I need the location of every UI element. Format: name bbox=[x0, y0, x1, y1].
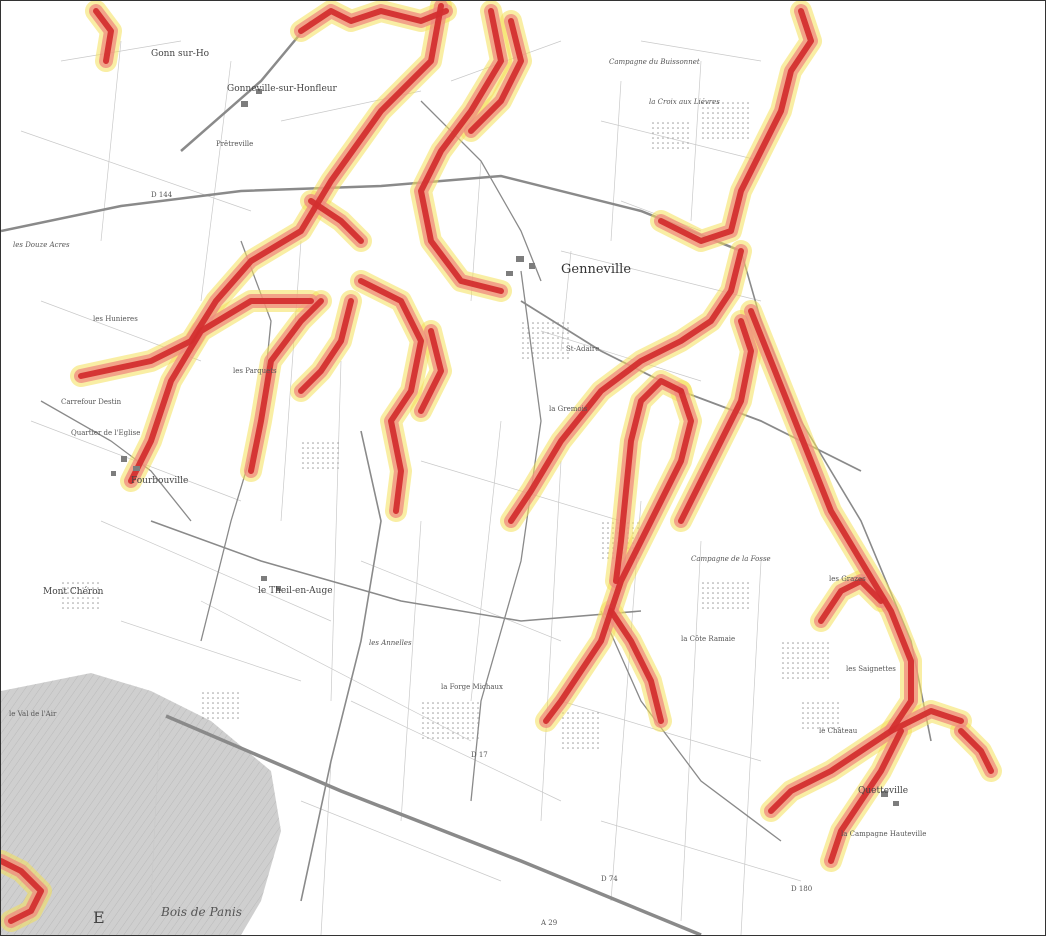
town-label-genneville: Genneville bbox=[561, 262, 631, 277]
road-a29 bbox=[165, 714, 702, 935]
hazard-corridors bbox=[1, 1, 1002, 932]
road-label-d74: D 74 bbox=[601, 875, 618, 883]
road-secondary-5 bbox=[600, 610, 782, 842]
locality-label-parquets: les Parquets bbox=[233, 367, 277, 375]
locality-label-cote-ramaie: la Côte Ramaie bbox=[681, 635, 735, 643]
town-label-quetteville: Quetteville bbox=[858, 786, 908, 796]
hazard-corridor bbox=[1, 858, 44, 924]
hazard-corridor bbox=[768, 708, 964, 814]
locality-label-douze-acres: les Douze Acres bbox=[13, 241, 70, 249]
hazard-corridor bbox=[608, 608, 664, 724]
hazard-corridor bbox=[298, 298, 354, 394]
road-d74 bbox=[150, 520, 642, 622]
hazard-corridor bbox=[298, 8, 449, 34]
hazard-corridor bbox=[658, 8, 814, 244]
road-label-d17: D 17 bbox=[471, 751, 488, 759]
road-d144 bbox=[1, 174, 742, 253]
road-secondary-2 bbox=[470, 270, 542, 802]
road-secondary-3 bbox=[40, 400, 192, 522]
locality-label-annelles: les Annelles bbox=[369, 639, 412, 647]
locality-label-forge-michaux: la Forge Michaux bbox=[441, 683, 503, 691]
orchard-patches bbox=[61, 101, 841, 751]
town-label-pretreville: Prêtreville bbox=[216, 140, 253, 148]
road-label-d144: D 144 bbox=[151, 191, 173, 199]
hazard-corridor bbox=[468, 18, 524, 134]
hazard-corridor bbox=[308, 198, 364, 244]
hazard-corridor bbox=[128, 298, 314, 484]
locality-label-val-air: le Val de l'Air bbox=[9, 710, 57, 718]
road-d17 bbox=[300, 430, 382, 902]
forest-area-hatch bbox=[1, 673, 281, 935]
locality-label-carrefour-destin: Carrefour Destin bbox=[61, 398, 122, 406]
hazard-corridor bbox=[78, 3, 444, 379]
locality-label-campagne-buissonnet: Campagne du Buissonnet bbox=[609, 58, 700, 66]
hazard-corridor bbox=[508, 248, 744, 524]
locality-label-chateau: le Château bbox=[819, 727, 858, 735]
sea-area bbox=[771, 1, 1045, 935]
town-label-gonneville: Gonneville-sur-Honfleur bbox=[227, 84, 338, 94]
hazard-corridor bbox=[613, 378, 684, 584]
town-label-fourbouville: Fourbouville bbox=[131, 476, 188, 486]
hazard-corridor bbox=[748, 308, 914, 734]
sheet-letter: E bbox=[93, 908, 105, 927]
hazard-corridor bbox=[248, 298, 324, 474]
locality-label-quartier-eglise: Quartier de l'Eglise bbox=[71, 429, 140, 437]
locality-label-st-adaire: St-Adaire bbox=[566, 345, 599, 353]
locality-label-saignettes: les Saignettes bbox=[846, 665, 896, 673]
town-label-theil: le Theil-en-Auge bbox=[258, 586, 333, 596]
hazard-corridor bbox=[93, 8, 114, 64]
forest-label-bois-panis: Bois de Panis bbox=[160, 905, 242, 919]
locality-label-hunieres: les Hunieres bbox=[93, 315, 138, 323]
locality-label-croix-lievres: la Croix aux Liévres bbox=[649, 98, 720, 106]
hazard-corridor bbox=[418, 8, 504, 294]
locality-label-campagne-hauteville: la Campagne Hauteville bbox=[841, 830, 926, 838]
locality-label-mont-cheron: Mont Chéron bbox=[43, 586, 104, 597]
town-label-gonn: Gonn sur-Ho bbox=[151, 49, 209, 59]
locality-label-gremois: la Gremois bbox=[549, 405, 588, 413]
hazard-corridor bbox=[818, 578, 884, 624]
hazard-corridor bbox=[543, 388, 694, 724]
hazard-corridor bbox=[958, 728, 994, 774]
hazard-corridor bbox=[418, 328, 444, 414]
hazard-corridor bbox=[828, 728, 904, 864]
road-rail bbox=[180, 20, 312, 152]
road-label-d180: D 180 bbox=[791, 885, 812, 893]
map-labels: Genneville Fourbouville le Theil-en-Auge… bbox=[9, 49, 926, 927]
locality-label-campagne-fosse: Campagne de la Fosse bbox=[691, 555, 771, 563]
hazard-corridor bbox=[358, 278, 424, 514]
road-label-a29: A 29 bbox=[540, 919, 557, 927]
hazard-corridor bbox=[678, 318, 754, 524]
locality-label-grazes: les Grazes bbox=[829, 575, 866, 583]
settlements bbox=[111, 89, 899, 806]
